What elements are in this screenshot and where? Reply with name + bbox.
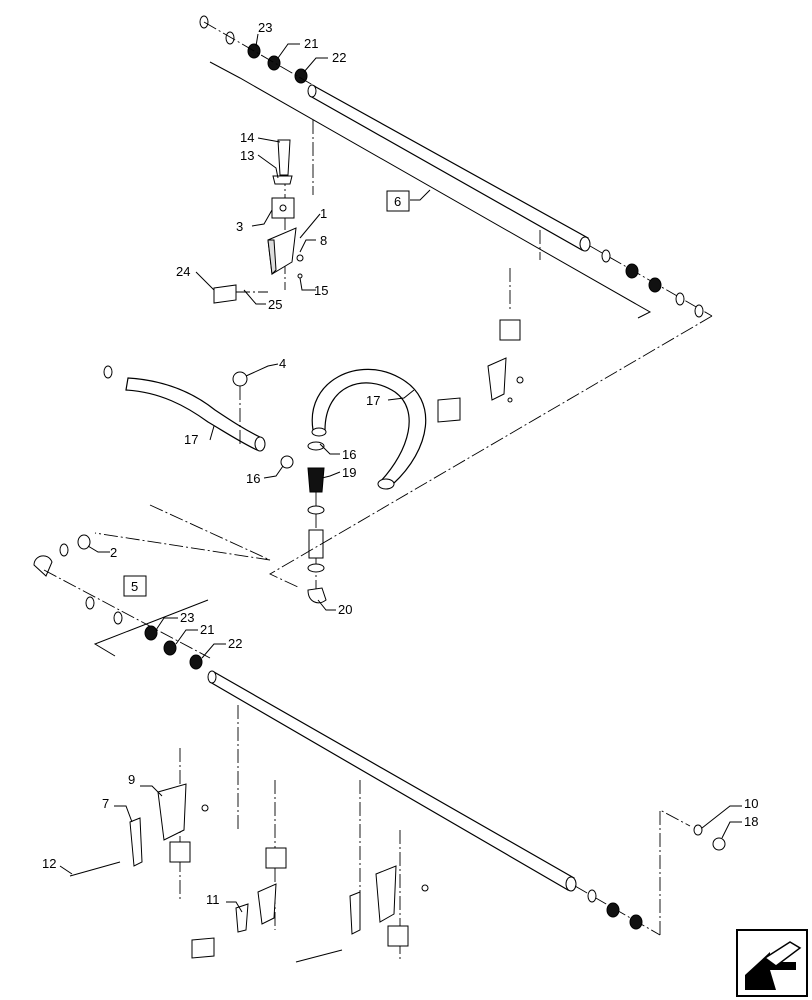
callout-25: 25: [268, 297, 282, 312]
callout-6: 6: [394, 194, 401, 209]
callout-3: 3: [236, 219, 243, 234]
callout-11: 11: [206, 892, 220, 907]
leader-lines: [59, 33, 742, 913]
callout-1: 1: [320, 206, 327, 221]
callout-17-right: 17: [366, 393, 380, 408]
upper-bracket-assembly: [213, 120, 314, 304]
callout-23-lower: 23: [180, 610, 194, 625]
next-page-arrow-icon[interactable]: [736, 929, 808, 997]
callout-15: 15: [314, 283, 328, 298]
callout-10: 10: [744, 796, 758, 811]
callout-13: 13: [240, 148, 254, 163]
left-elbow-fittings: [33, 534, 211, 659]
right-bracket-assembly: [437, 230, 541, 423]
callout-9: 9: [128, 772, 135, 787]
callout-24: 24: [176, 264, 190, 279]
callout-12: 12: [42, 856, 56, 871]
callout-21-upper: 21: [304, 36, 318, 51]
callout-22-lower: 22: [228, 636, 242, 651]
routing-line: [269, 315, 713, 589]
upper-pipe: [307, 84, 591, 252]
callout-16-right: 16: [342, 447, 356, 462]
callout-16-left: 16: [246, 471, 260, 486]
assembly-6-box: [386, 190, 410, 212]
upper-left-fittings: [199, 15, 319, 89]
callout-5: 5: [131, 579, 138, 594]
assembly-5-outline: [93, 599, 209, 657]
lower-right-fittings: [659, 809, 726, 935]
lower-brackets: [69, 705, 429, 963]
routing-line-2: [94, 504, 271, 561]
curved-hose: [311, 368, 427, 490]
callout-23-upper: 23: [258, 20, 272, 35]
assembly-5-box: [123, 575, 147, 597]
nozzle-part: [232, 371, 248, 445]
callout-22-upper: 22: [332, 50, 346, 65]
lower-left-fittings: [85, 596, 203, 670]
callout-19: 19: [342, 465, 356, 480]
callout-4: 4: [279, 356, 286, 371]
assembly-6-outline: [209, 61, 652, 319]
callout-21-lower: 21: [200, 622, 214, 637]
callout-7: 7: [102, 796, 109, 811]
lower-pipe: [207, 670, 661, 936]
callout-8: 8: [320, 233, 327, 248]
upper-right-fittings: [589, 245, 713, 318]
callout-14: 14: [240, 130, 254, 145]
left-hose: [103, 365, 266, 452]
callout-18: 18: [744, 814, 758, 829]
tee-fitting-stack: [280, 441, 327, 604]
callout-2: 2: [110, 545, 117, 560]
callout-17-left: 17: [184, 432, 198, 447]
callout-20: 20: [338, 602, 352, 617]
